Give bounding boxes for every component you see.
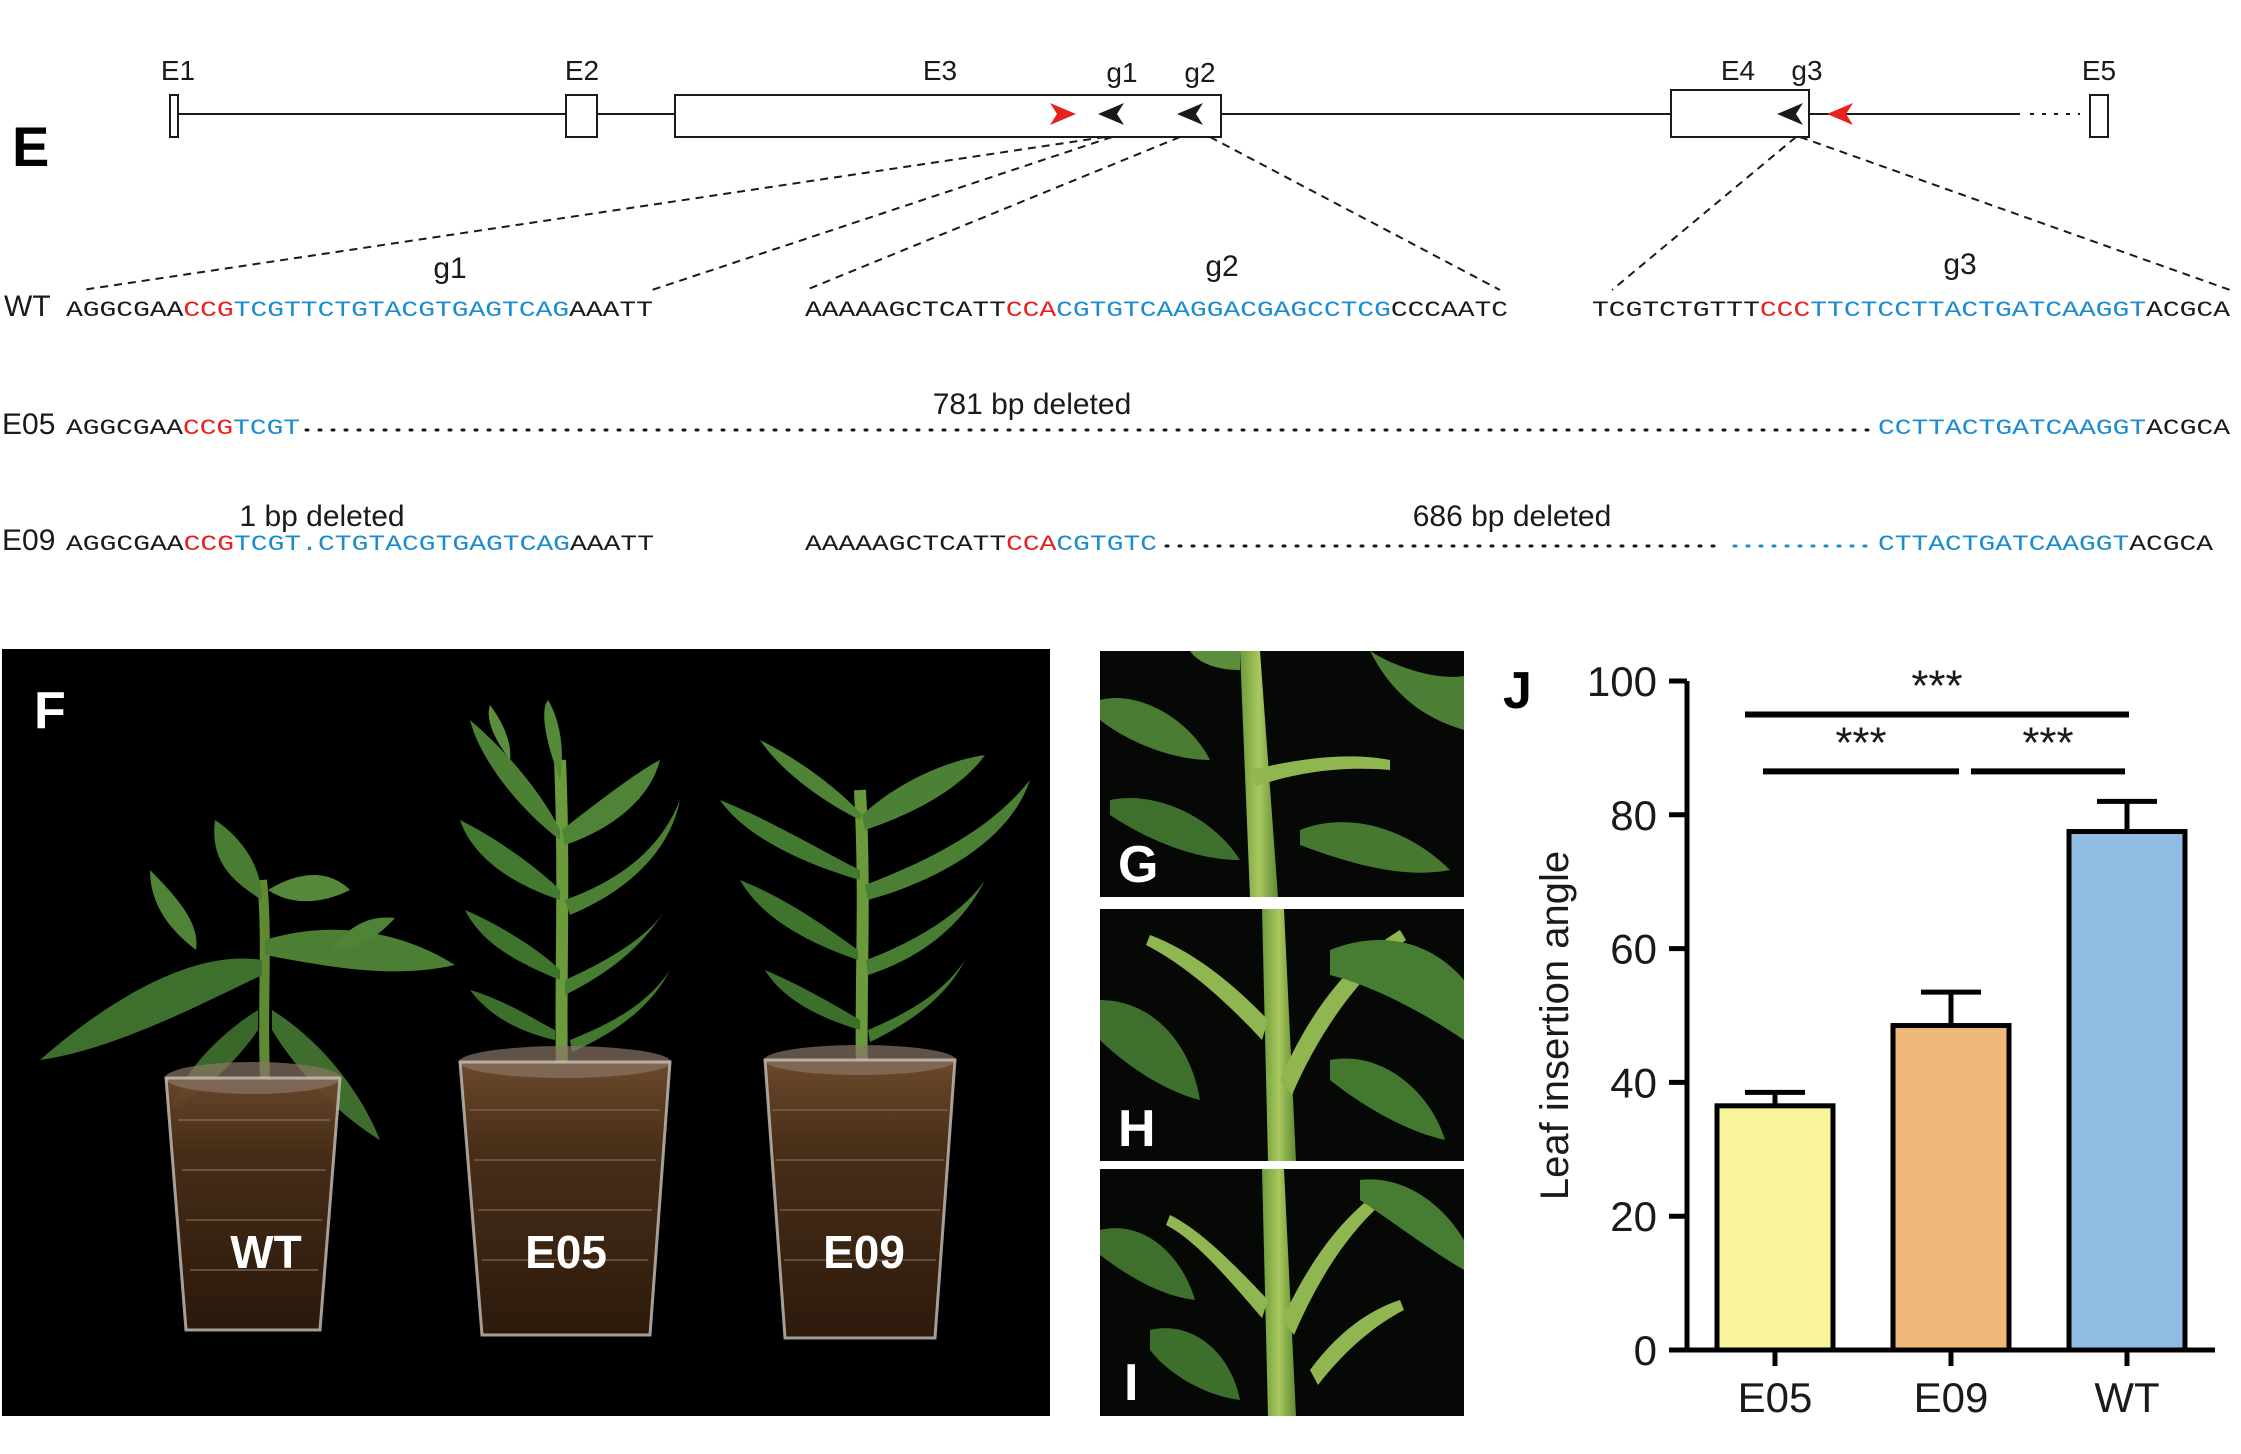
bar	[1890, 1023, 2012, 1353]
guide-label: g2	[1184, 57, 1215, 88]
row-label-e09: E09	[2, 524, 55, 557]
y-tick-label: 40	[1610, 1059, 1657, 1106]
x-tick-label: E05	[1738, 1374, 1813, 1421]
gene-model: E1 E2 E3 E4 E5 g1 g2 g3	[81, 55, 2231, 291]
guide-g2-arrow-icon	[1177, 103, 1203, 125]
exon-box-e3	[674, 94, 1222, 138]
row-label-wt: WT	[4, 290, 51, 323]
e09-deletion1-label: 1 bp deleted	[239, 500, 404, 533]
bar	[1714, 1103, 1836, 1353]
plant-label-e09: E09	[823, 1226, 905, 1278]
panel-label-h: H	[1118, 1100, 1156, 1158]
wt-g1-title: g1	[433, 252, 466, 285]
plant-label-wt: WT	[230, 1226, 302, 1278]
y-tick-label: 20	[1610, 1193, 1657, 1240]
exon-box-e1	[169, 94, 179, 138]
closeup-photo-h	[1100, 909, 1464, 1161]
exon-label: E2	[565, 55, 599, 86]
exon-box-e2	[565, 94, 598, 138]
exon-box-e5	[2089, 94, 2109, 138]
e09-plant-image	[720, 740, 1030, 1340]
y-axis-title: Leaf insertion angle	[1533, 851, 1577, 1200]
exon-label: E1	[161, 55, 195, 86]
panel-label-j: J	[1503, 662, 1532, 720]
y-tick-label: 80	[1610, 792, 1657, 839]
x-tick-label: WT	[2094, 1374, 2159, 1421]
e05-deletion-label: 781 bp deleted	[933, 388, 1132, 421]
y-tick-label: 0	[1634, 1327, 1657, 1374]
e05-plant-image	[458, 700, 680, 1337]
exon-label: E4	[1721, 55, 1755, 86]
panel-label-i: I	[1124, 1354, 1138, 1412]
closeup-photo-g	[1100, 651, 1464, 897]
bar	[2066, 829, 2188, 1353]
guide-label: g1	[1106, 57, 1137, 88]
guide-g1-arrow-icon	[1098, 103, 1124, 125]
guide-label: g3	[1791, 55, 1822, 86]
e09-deletion2-label: 686 bp deleted	[1413, 500, 1612, 533]
panel-label-g: G	[1118, 836, 1158, 894]
wt-g3-title: g3	[1943, 248, 1976, 281]
wt-plant-image	[40, 820, 455, 1332]
panel-label-f: F	[34, 682, 66, 740]
primer-reverse-arrow-icon	[1827, 103, 1853, 125]
significance-stars: ***	[2022, 718, 2073, 767]
guide-g3-arrow-icon	[1777, 103, 1803, 125]
exon-label: E5	[2082, 55, 2116, 86]
plant-label-e05: E05	[525, 1226, 607, 1278]
zoom-lines	[81, 136, 2231, 291]
y-tick-label: 60	[1610, 926, 1657, 973]
primer-forward-arrow-icon	[1050, 103, 1076, 125]
significance-stars: ***	[1835, 718, 1886, 767]
closeup-photo-i	[1100, 1169, 1464, 1416]
panel-label-e: E	[12, 115, 49, 178]
exon-label: E3	[923, 55, 957, 86]
x-tick-label: E09	[1914, 1374, 1989, 1421]
y-tick-label: 100	[1587, 658, 1657, 705]
row-label-e05: E05	[2, 408, 55, 441]
significance-stars: ***	[1911, 661, 1962, 710]
wt-g2-title: g2	[1205, 250, 1238, 283]
